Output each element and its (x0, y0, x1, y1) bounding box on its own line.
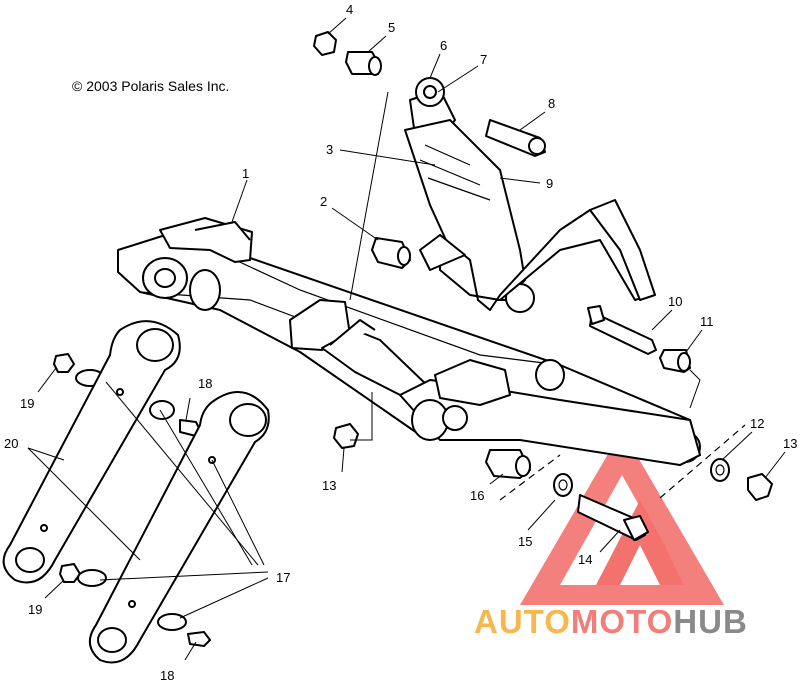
watermark-triangle-icon (520, 430, 724, 605)
nut-part-4 (313, 31, 337, 56)
callout-19-top: 19 (20, 396, 34, 411)
callout-8: 8 (548, 96, 555, 111)
callout-1: 1 (242, 166, 249, 181)
washer-part-15 (553, 473, 573, 497)
callout-labels: 1 2 3 4 5 6 7 8 9 10 11 12 13 13 14 15 1… (4, 2, 797, 683)
callout-11: 11 (700, 314, 714, 329)
callout-18-top: 18 (198, 376, 212, 391)
callout-17: 17 (276, 570, 290, 585)
callout-3: 3 (326, 142, 333, 157)
shock-absorber-part (404, 77, 656, 313)
callout-16: 16 (470, 488, 484, 503)
callout-4: 4 (346, 2, 353, 17)
leader-lines (27, 17, 786, 661)
hardware-parts (53, 31, 773, 647)
callout-7: 7 (480, 52, 487, 67)
callout-2: 2 (320, 194, 327, 209)
nut-part-13-left (333, 423, 359, 449)
copyright-text: © 2003 Polaris Sales Inc. (72, 78, 230, 94)
nut-part-19-top (53, 353, 75, 373)
callout-15: 15 (518, 534, 532, 549)
callout-18-bottom: 18 (160, 668, 174, 683)
bolt-part-10 (589, 311, 657, 355)
nut-part-19-bottom (59, 563, 81, 583)
callout-5: 5 (388, 20, 395, 35)
callout-13-left: 13 (322, 478, 336, 493)
watermark-text: AUTOMOTOHUB (474, 603, 748, 641)
link-arms-part (2, 320, 270, 664)
watermark-hub: HUB (673, 603, 748, 640)
callout-10: 10 (668, 294, 682, 309)
callout-14: 14 (578, 552, 592, 567)
callout-20: 20 (4, 436, 18, 451)
callout-13-right: 13 (783, 436, 797, 451)
nut-part-13-right (747, 473, 773, 501)
callout-12: 12 (750, 416, 764, 431)
swing-arm-part (117, 217, 701, 466)
bolt-part-18-bottom (187, 631, 211, 647)
callout-6: 6 (440, 38, 447, 53)
watermark-auto: AUTO (474, 603, 571, 640)
watermark-moto: MOTO (570, 603, 674, 640)
callout-9: 9 (546, 176, 553, 191)
washer-part-12 (710, 458, 730, 482)
callout-19-bottom: 19 (28, 602, 42, 617)
